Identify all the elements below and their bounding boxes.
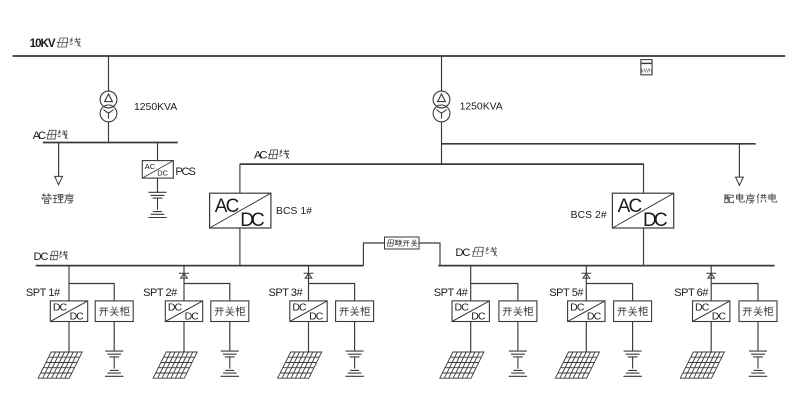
svg-text:DC: DC [455, 247, 470, 259]
svg-text:DC: DC [34, 251, 49, 263]
svg-text:AC: AC [33, 130, 47, 142]
svg-text:10KV: 10KV [30, 38, 56, 50]
svg-text:PCS: PCS [175, 166, 195, 178]
svg-text:SPT 4#: SPT 4# [434, 287, 469, 299]
svg-text:1250KVA: 1250KVA [134, 102, 177, 113]
svg-text:kWh: kWh [641, 68, 652, 74]
svg-text:BCS 1#: BCS 1# [276, 206, 312, 217]
svg-text:SPT 2#: SPT 2# [143, 287, 178, 299]
svg-text:AC: AC [254, 150, 268, 162]
svg-text:AC: AC [145, 162, 156, 171]
svg-text:DC: DC [157, 168, 168, 177]
svg-text:SPT 1#: SPT 1# [26, 287, 61, 299]
svg-text:SPT 6#: SPT 6# [674, 287, 709, 299]
svg-text:BCS 2#: BCS 2# [571, 210, 607, 221]
svg-text:SPT 3#: SPT 3# [269, 287, 304, 299]
svg-text:SPT 5#: SPT 5# [549, 287, 584, 299]
svg-text:1250KVA: 1250KVA [460, 102, 503, 113]
